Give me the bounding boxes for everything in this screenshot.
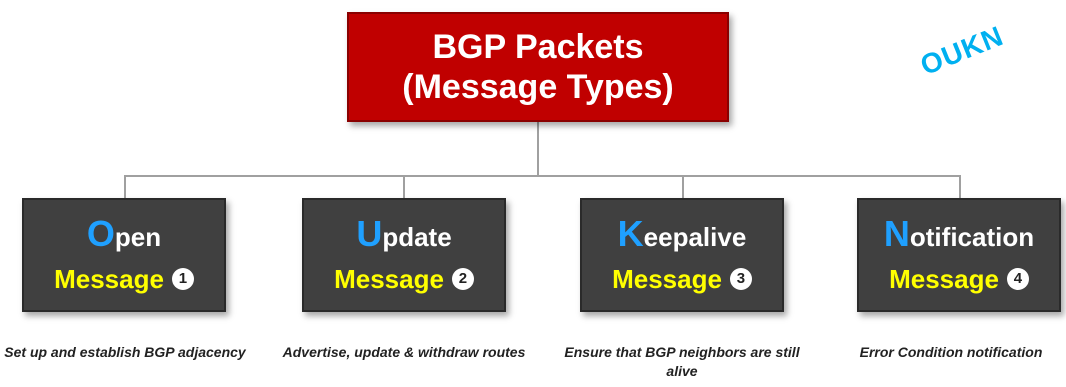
node-open-title: Open	[87, 214, 161, 262]
number-badge-3: 3	[729, 268, 752, 290]
node-notification-initial: N	[883, 213, 910, 254]
description-open: Set up and establish BGP adjacency	[4, 344, 246, 360]
watermark-logo: OUKN	[916, 19, 1008, 82]
node-open-initial: O	[86, 213, 115, 254]
connector-notification	[959, 175, 961, 198]
node-update-initial: U	[356, 213, 383, 254]
node-keepalive-initial: K	[617, 213, 644, 254]
root-title: BGP Packets	[432, 28, 644, 66]
node-notification-rest: otification	[909, 222, 1035, 252]
number-badge-1: 1	[171, 268, 194, 290]
node-notification-title: Notification	[884, 214, 1034, 262]
node-update-subtitle: Message 2	[334, 262, 474, 296]
node-open-subtitle: Message 1	[54, 262, 194, 296]
node-keepalive-rest: eepalive	[643, 222, 747, 252]
number-badge-2: 2	[451, 268, 474, 290]
node-notification-message-label: Message	[889, 264, 999, 294]
number-badge-4: 4	[1006, 268, 1029, 290]
description-notification: Error Condition notification	[859, 344, 1043, 360]
node-update-title: Update	[356, 214, 451, 262]
node-open-message-label: Message	[54, 264, 164, 294]
node-open-rest: pen	[114, 222, 162, 252]
description-update: Advertise, update & withdraw routes	[282, 344, 526, 360]
connector-update	[403, 175, 405, 198]
node-update-message-label: Message	[334, 264, 444, 294]
node-notification-message: Notification Message 4	[857, 198, 1061, 312]
node-keepalive-message-label: Message	[612, 264, 722, 294]
connector-open	[124, 175, 126, 198]
node-notification-subtitle: Message 4	[889, 262, 1029, 296]
node-open-message: Open Message 1	[22, 198, 226, 312]
connector-keepalive	[682, 175, 684, 198]
root-subtitle: (Message Types)	[402, 68, 674, 106]
description-keepalive: Ensure that BGP neighbors are still aliv…	[564, 344, 800, 379]
node-update-message: Update Message 2	[302, 198, 506, 312]
node-keepalive-subtitle: Message 3	[612, 262, 752, 296]
root-node-bgp-packets: BGP Packets (Message Types)	[347, 12, 729, 122]
node-keepalive-title: Keepalive	[618, 214, 747, 262]
node-keepalive-message: Keepalive Message 3	[580, 198, 784, 312]
connector-root-stem	[537, 122, 539, 175]
connector-horizontal-bar	[124, 175, 961, 177]
node-update-rest: pdate	[382, 222, 452, 252]
